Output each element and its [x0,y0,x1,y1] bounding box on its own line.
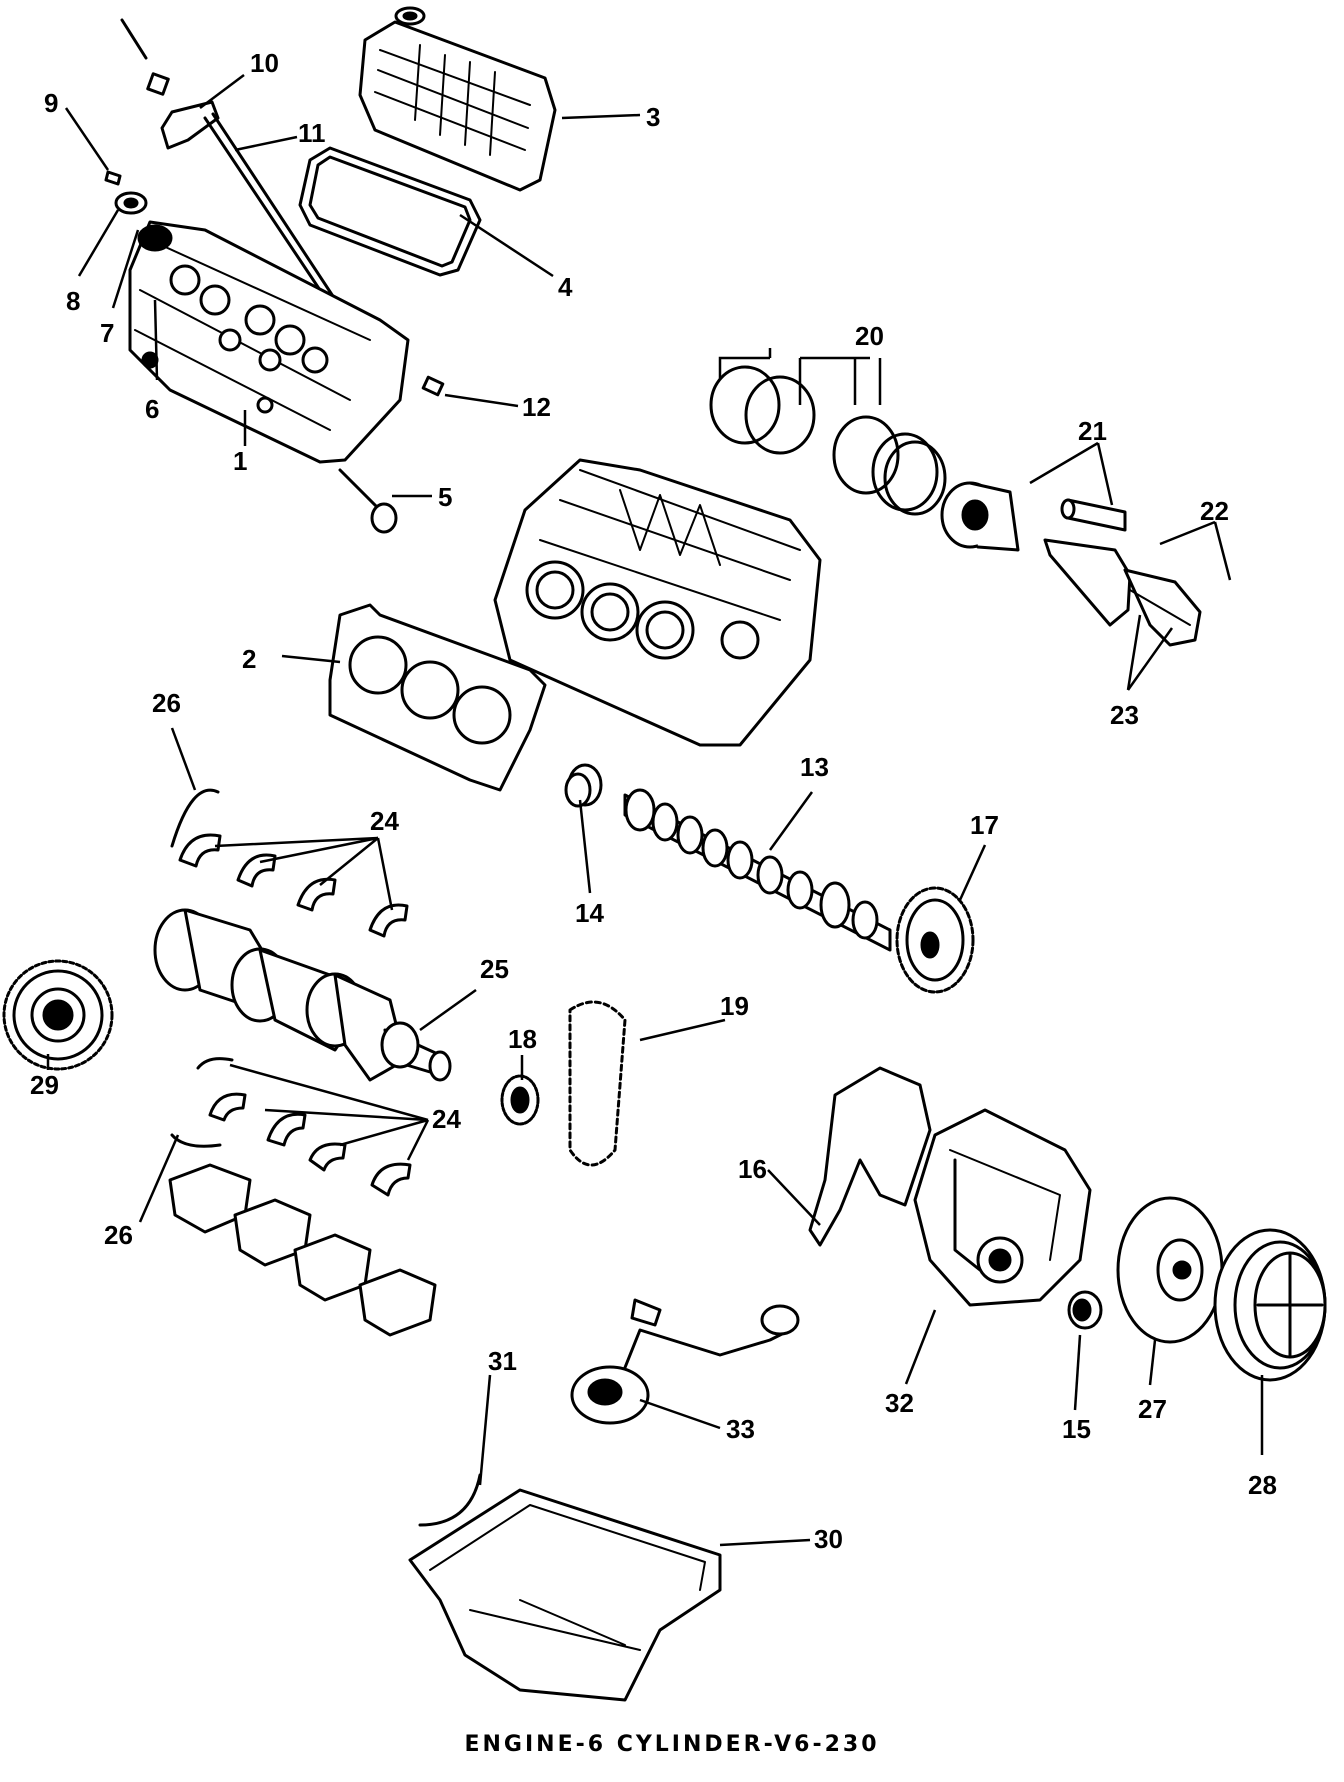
callout-3: 3 [646,102,660,132]
callout-24-lower: 24 [432,1104,461,1134]
callout-32: 32 [885,1388,914,1418]
callout-6: 6 [145,394,159,424]
diagram-caption: ENGINE-6 CYLINDER-V6-230 [464,1732,880,1757]
part-front-cover-gasket [808,1066,932,1247]
callout-7: 7 [100,318,114,348]
callout-4: 4 [558,272,573,302]
callout-17: 17 [970,810,999,840]
part-main-bearings-upper [178,833,409,938]
callout-30: 30 [814,1524,843,1554]
callout-1: 1 [233,446,247,476]
callout-33: 33 [726,1414,755,1444]
part-timing-chain [568,1000,627,1167]
callout-23: 23 [1110,700,1139,730]
part-cam-gear [895,886,975,994]
part-piston-rings [709,365,947,516]
callout-5: 5 [438,482,452,512]
callout-21: 21 [1078,416,1107,446]
part-plug [421,375,445,397]
callout-12: 12 [522,392,551,422]
callout-11: 11 [298,118,326,148]
callout-29: 29 [30,1070,59,1100]
callout-28: 28 [1248,1470,1277,1500]
part-valve-keeper [104,170,148,215]
part-cylinder-head [128,220,410,464]
callout-14: 14 [575,898,604,928]
callout-22: 22 [1200,496,1229,526]
part-oil-pan [408,1488,722,1702]
part-cam-bearing [564,763,603,808]
callout-numbers: 1 2 3 4 5 6 7 8 9 10 11 12 13 14 15 16 1… [30,48,1277,1554]
callout-20: 20 [855,321,884,351]
callout-9: 9 [44,88,58,118]
callout-24-upper: 24 [370,806,399,836]
part-damper-hub [1116,1196,1224,1344]
callout-26-lower: 26 [104,1220,133,1250]
part-flywheel [2,959,114,1071]
callout-25: 25 [480,954,509,984]
part-camshaft [623,788,892,952]
callout-31: 31 [488,1346,517,1376]
part-valve-cover-gasket [298,146,482,277]
callout-2: 2 [242,644,256,674]
part-crank-pulley [1213,1228,1327,1382]
part-head-gasket [328,603,547,792]
leader-lines [46,74,1264,1547]
part-crank-sprocket [500,1074,540,1126]
part-engine-block [493,458,822,747]
part-front-seal [1067,1290,1103,1330]
part-main-bearings-lower [170,1057,412,1197]
callout-27: 27 [1138,1394,1167,1424]
callout-10: 10 [250,48,279,78]
part-rear-seal [418,1473,482,1527]
part-valve [338,468,398,534]
part-piston [940,481,1127,552]
callout-26-upper: 26 [152,688,181,718]
part-thrust-bearing-upper [170,788,220,848]
callout-8: 8 [66,286,80,316]
part-front-cover [913,1108,1092,1307]
callout-16: 16 [738,1154,767,1184]
callout-13: 13 [800,752,829,782]
part-main-bearing-caps [168,1163,437,1337]
callout-18: 18 [508,1024,537,1054]
part-crankshaft [153,908,452,1082]
callout-15: 15 [1062,1414,1091,1444]
part-connecting-rod [1043,538,1202,647]
part-valve-cover [358,6,557,192]
callout-19: 19 [720,991,749,1021]
part-oil-pickup [570,1298,800,1425]
